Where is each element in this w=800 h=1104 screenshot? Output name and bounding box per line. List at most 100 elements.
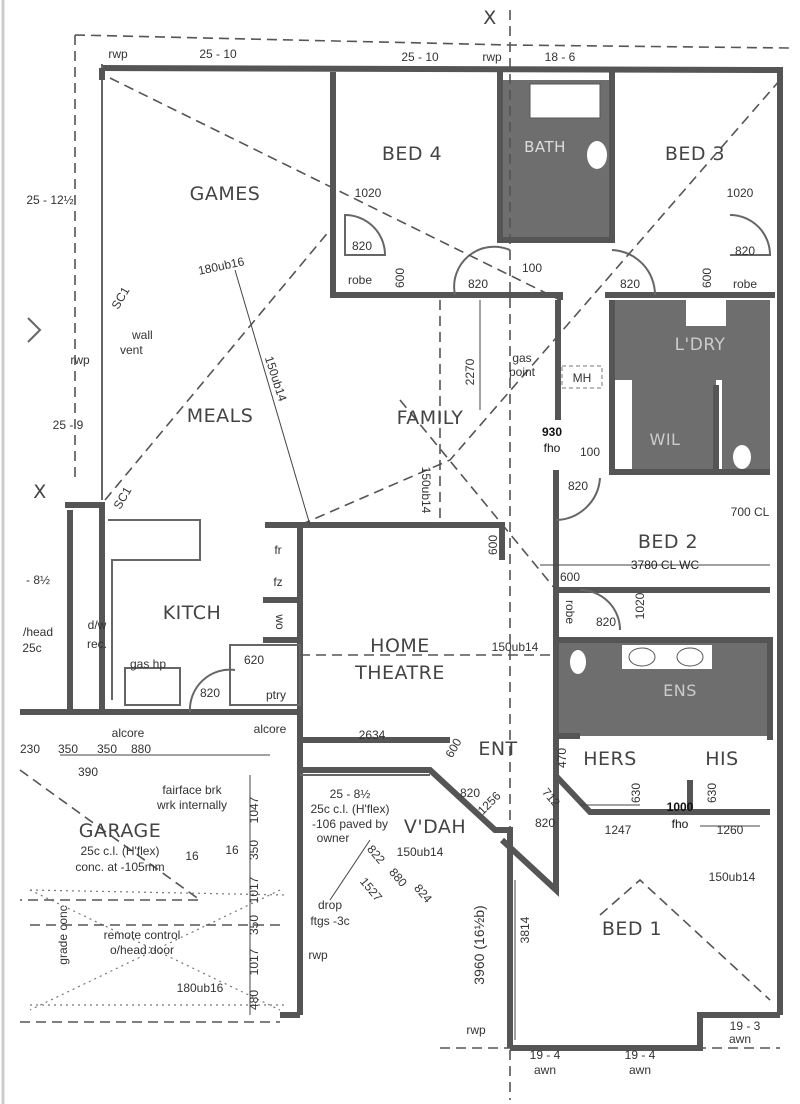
label: 470 — [555, 748, 569, 768]
label: 230 — [20, 742, 40, 756]
label: fho — [672, 817, 689, 831]
label: 3780 CL WC — [631, 558, 700, 572]
room-bed4: BED 4 — [382, 143, 442, 165]
label: o/head door — [110, 943, 174, 957]
room-laundry: L'DRY — [675, 335, 726, 355]
room-bath: BATH — [524, 138, 566, 156]
label: grade conc — [56, 905, 70, 964]
label: d/w — [88, 618, 107, 632]
room-labels: BED 4 BATH BED 3 GAMES L'DRY MEALS FAMIL… — [79, 138, 739, 940]
room-garage: GARAGE — [79, 820, 162, 842]
label: 25 - 10 — [401, 50, 439, 64]
label: 16 — [185, 849, 199, 863]
room-vdah: V'DAH — [404, 816, 466, 838]
label: 150ub14 — [709, 870, 756, 884]
label: 820 — [200, 686, 220, 700]
label: 1020 — [633, 592, 647, 619]
label: 700 CL — [731, 505, 770, 519]
room-theatre: THEATRE — [354, 662, 445, 684]
label: gas hp — [130, 657, 166, 671]
label: robe — [348, 273, 372, 287]
room-bed2: BED 2 — [638, 531, 698, 553]
label: 820 — [468, 277, 488, 291]
room-hers: HERS — [583, 748, 637, 770]
room-bed3: BED 3 — [665, 143, 725, 165]
label: 600 — [486, 535, 500, 555]
label: 150ub14 — [419, 467, 433, 514]
label: 820 — [460, 786, 480, 800]
label: fairface brk — [162, 783, 222, 797]
label: 880 — [131, 742, 151, 756]
label: fr — [274, 543, 281, 557]
manhole-box — [561, 365, 603, 389]
room-home: HOME — [370, 635, 430, 657]
label: rwp — [482, 50, 502, 64]
room-ent: ENT — [478, 738, 517, 760]
room-family: FAMILY — [397, 407, 464, 429]
label: 480 — [247, 990, 261, 1010]
label: awn — [729, 1032, 751, 1046]
dimension-lines — [60, 300, 770, 1040]
label: vent — [120, 343, 143, 357]
label: 2634 — [359, 728, 386, 742]
wet-area-tiles — [500, 80, 770, 736]
label: 600 — [700, 268, 714, 288]
label: 820 — [352, 239, 372, 253]
label: 3960 (16½b) — [471, 905, 487, 984]
label: remote control — [104, 928, 181, 942]
label: 350 — [58, 742, 78, 756]
label: rwp — [466, 1023, 486, 1037]
label: - 8½ — [26, 573, 50, 587]
label: wall — [131, 328, 153, 342]
section-mark-top: X — [483, 7, 497, 29]
label: rec. — [87, 637, 107, 651]
label: 180ub16 — [177, 981, 224, 995]
label: 930 — [542, 425, 562, 439]
label: 350 — [247, 840, 261, 860]
label: -106 paved by — [312, 817, 388, 831]
label: 620 — [244, 653, 264, 667]
label: 820 — [535, 816, 555, 830]
room-wil: WIL — [650, 430, 681, 449]
label: MH — [573, 371, 592, 385]
label: 1017 — [247, 876, 261, 903]
label: 820 — [735, 244, 755, 258]
label: awn — [629, 1063, 651, 1077]
label: 25 - 10 — [199, 47, 237, 61]
label: 600 — [393, 268, 407, 288]
label: gas — [512, 351, 531, 365]
label: 1000 — [667, 800, 694, 814]
label: 1020 — [727, 186, 754, 200]
label: 1247 — [605, 823, 632, 837]
label: awn — [534, 1063, 556, 1077]
label: rwp — [70, 353, 90, 367]
label: robe — [733, 277, 757, 291]
label: 2270 — [463, 358, 477, 385]
label: rwp — [108, 47, 128, 61]
label: 25 - 12½ — [26, 193, 73, 207]
label: robe — [563, 600, 577, 624]
label: 19 - 3 — [730, 1019, 761, 1033]
label: 25c c.l. (H'flex) — [81, 844, 160, 858]
label: 630 — [629, 783, 643, 803]
label: 630 — [705, 783, 719, 803]
label: drop — [318, 898, 342, 912]
label: alcore — [254, 722, 287, 736]
label: 19 - 4 — [625, 1048, 656, 1062]
label: 350 — [97, 742, 117, 756]
label: 150ub14 — [397, 845, 444, 859]
room-kitch: KITCH — [163, 602, 222, 624]
label: 16 — [225, 843, 239, 857]
label: 150ub14 — [492, 640, 539, 654]
label: fho — [544, 441, 561, 455]
chevron-right-icon — [27, 317, 42, 343]
label: fz — [273, 575, 282, 589]
room-games: GAMES — [190, 183, 261, 205]
walls — [20, 64, 783, 1051]
label: 25 - 8½ — [330, 787, 371, 801]
room-meals: MEALS — [187, 405, 254, 427]
label: 25 - 9 — [53, 418, 84, 432]
label: 18 - 6 — [545, 50, 576, 64]
